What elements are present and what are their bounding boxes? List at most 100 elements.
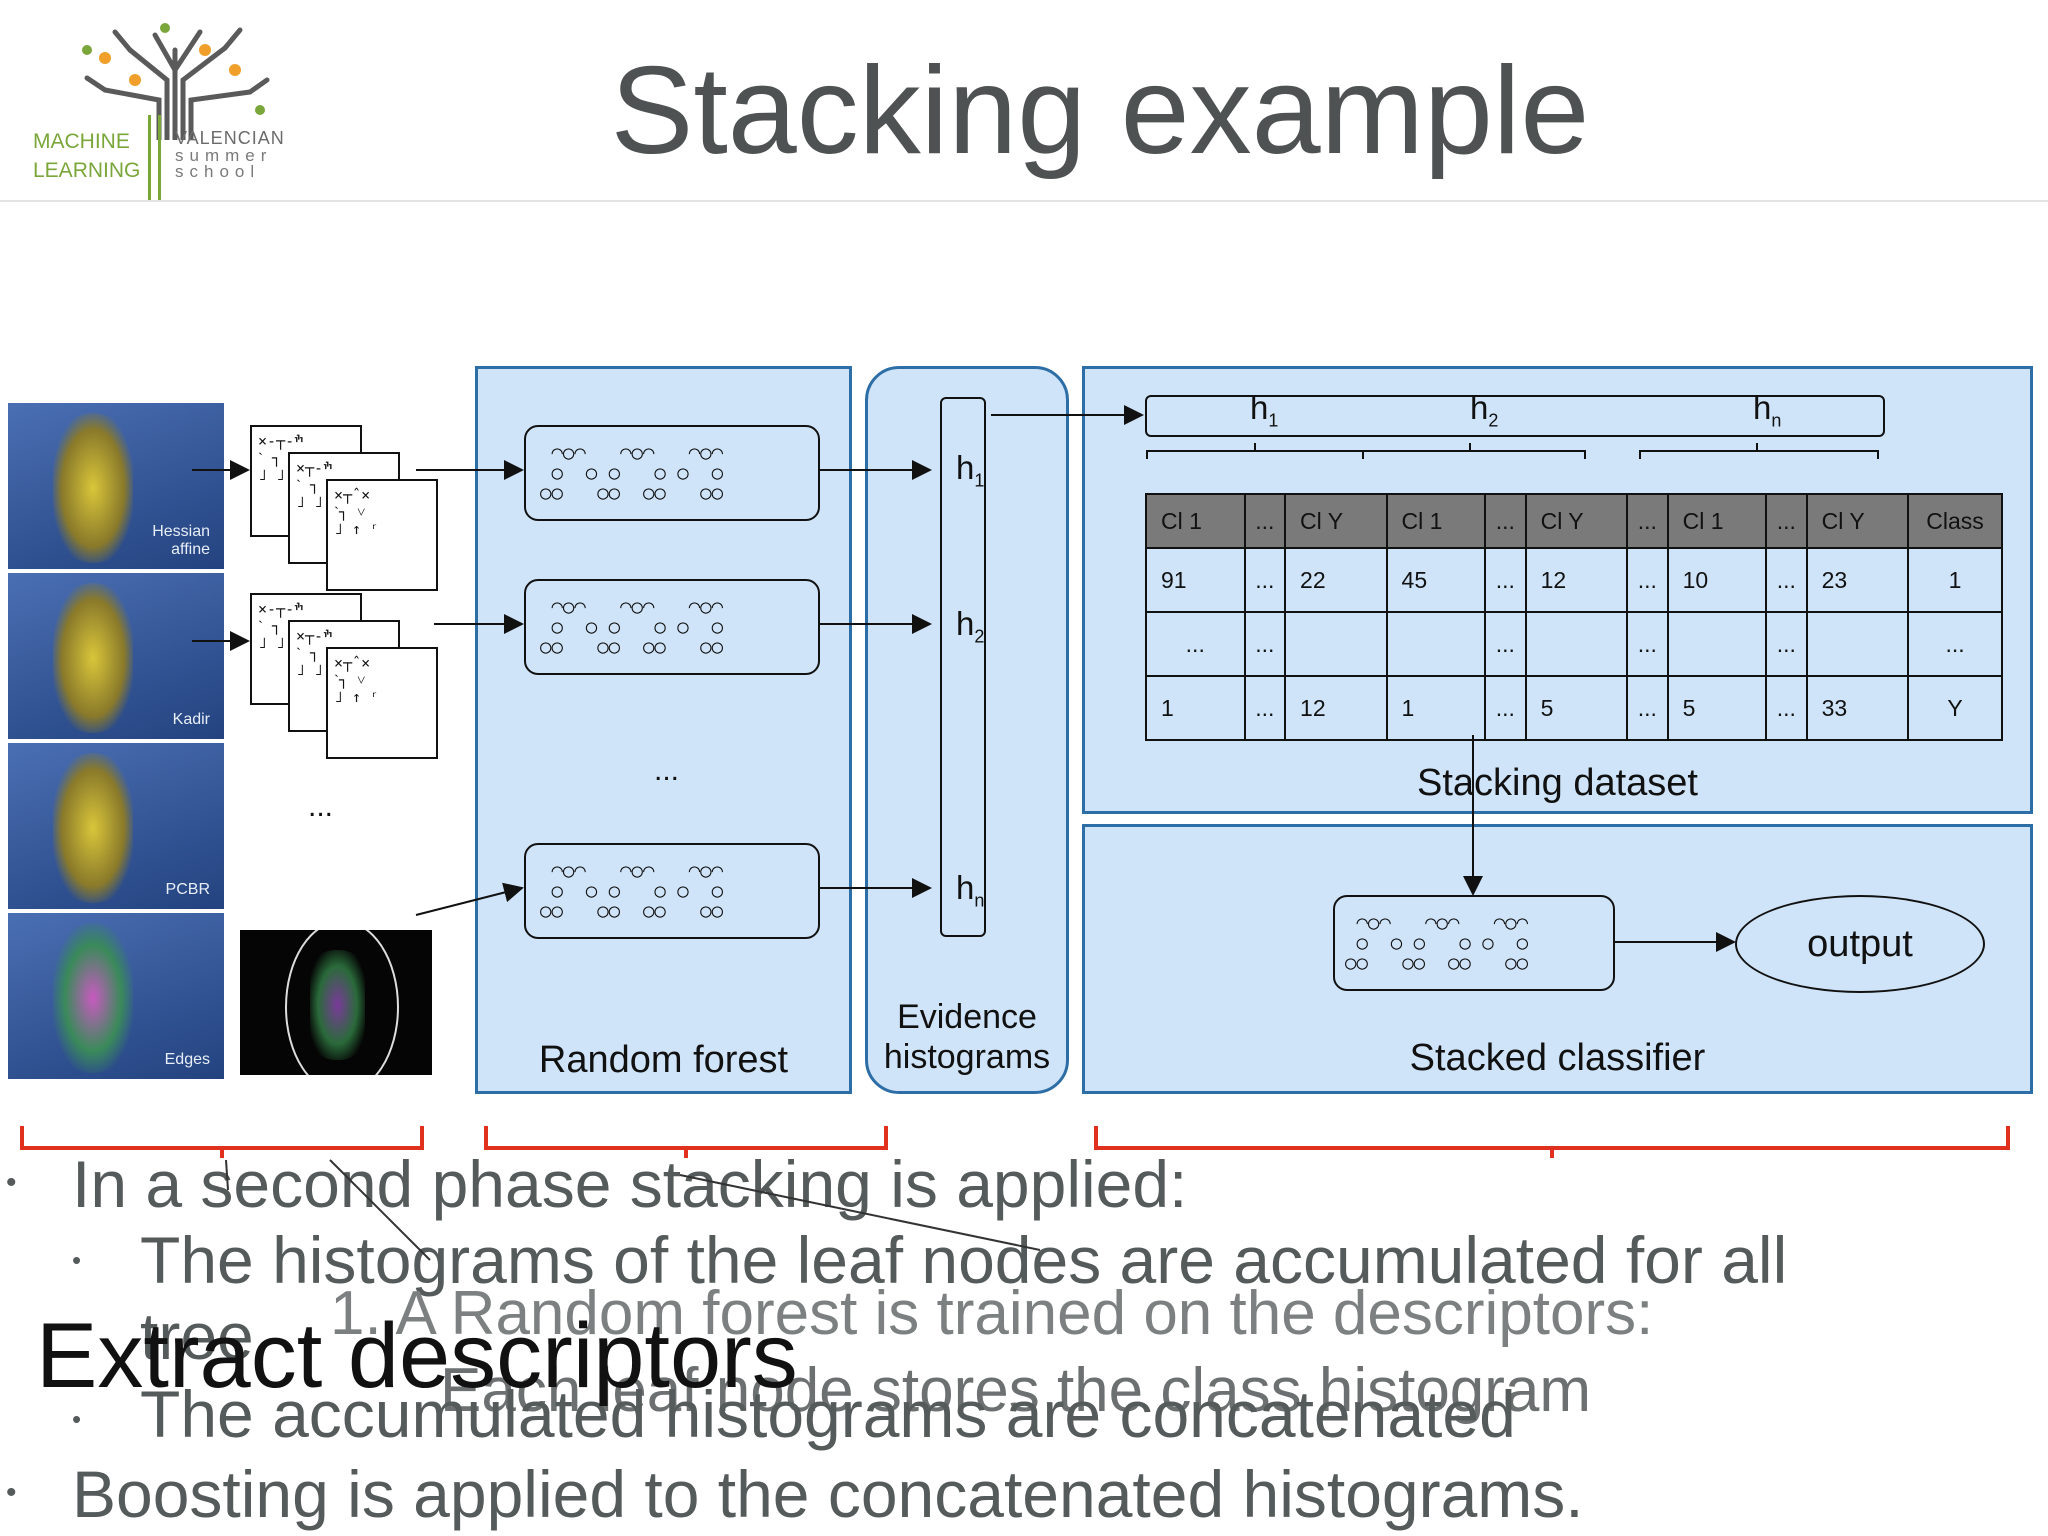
table-cell: 45 — [1385, 547, 1487, 613]
stacked-classifier-label: Stacked classifier — [1409, 1037, 1706, 1079]
table-cell: ... — [1626, 611, 1669, 677]
header-cell: ... — [1765, 493, 1808, 549]
table-cell: 1 — [1145, 675, 1246, 741]
table-cell: 12 — [1284, 675, 1388, 741]
table-row: 91 ... 22 45 ... 12 ... 10 ... 23 1 — [1145, 547, 2003, 613]
bullet-histograms-concatenated: The accumulated histograms are concatena… — [140, 1377, 1516, 1451]
table-cell: ... — [1626, 675, 1669, 741]
descriptor-card: ×┬ˆ× ˋ┐ ˅ ˩ ↑ ʳ — [326, 647, 438, 759]
top-hn-label: hn — [1753, 389, 1782, 431]
logo-text-learning: LEARNING — [33, 159, 141, 182]
logo-text-machine: MACHINE — [33, 130, 130, 153]
photo-label: Edges — [164, 1051, 210, 1068]
bullet-marker: • — [6, 1166, 17, 1199]
table-cell: 5 — [1524, 675, 1629, 741]
descriptor-ellipsis: ... — [308, 790, 334, 823]
table-row: ... ... ... ... ... ... — [1145, 611, 2003, 677]
table-cell: ... — [1484, 675, 1527, 741]
table-cell: 1 — [1907, 547, 2003, 613]
top-h1-label: h1 — [1250, 389, 1279, 431]
stacking-dataset-panel: h1 h2 hn Cl 1 ... Cl Y Cl 1 ... Cl Y ... — [1082, 366, 2033, 814]
table-cell — [1666, 611, 1768, 677]
table-cell: ... — [1484, 547, 1527, 613]
header-cell: Cl Y — [1284, 493, 1388, 549]
logo-divider — [148, 115, 151, 200]
photo-label: PCBR — [165, 881, 210, 898]
table-cell: 5 — [1666, 675, 1768, 741]
table-cell: 10 — [1666, 547, 1768, 613]
bullet-random-forest-trained: 1. A Random forest is trained on the des… — [330, 1279, 1654, 1348]
table-cell: 23 — [1805, 547, 1910, 613]
logo-text-summer: summer — [175, 146, 273, 165]
logo-text-school: school — [175, 162, 261, 181]
random-forest-panel: ◠○◠ ◠○◠ ◠○◠ ○ ○ ○ ○ ○ ○ ○○ ○○ ○○ ○○ ◠○◠ … — [475, 366, 852, 1094]
decision-tree-icon: ◠○◠ ◠○◠ ◠○◠ ○ ○ ○ ○ ○ ○ ○○ ○○ ○○ ○○ — [1345, 912, 1529, 974]
red-braces — [20, 1126, 2010, 1158]
evidence-hn-label: hn — [956, 869, 985, 911]
photo-edges: Edges — [8, 913, 224, 1079]
photo-kadir: Kadir — [8, 573, 224, 739]
tree-ellipsis: ... — [654, 754, 680, 787]
stacking-diagram: Hessian affine Kadir PCBR Edges ×-┬-ׯ ˋ … — [0, 360, 2048, 1160]
stacked-classifier-panel: ◠○◠ ◠○◠ ◠○◠ ○ ○ ○ ○ ○ ○ ○○ ○○ ○○ ○○ outp… — [1082, 824, 2033, 1094]
decision-tree-icon: ◠○◠ ◠○◠ ◠○◠ ○ ○ ○ ○ ○ ○ ○○ ○○ ○○ ○○ — [540, 442, 724, 504]
header-cell: Cl 1 — [1145, 493, 1246, 549]
table-cell — [1805, 611, 1910, 677]
bullet-marker: • — [72, 1404, 82, 1434]
table-cell: ... — [1145, 611, 1246, 677]
tree-box: ◠○◠ ◠○◠ ◠○◠ ○ ○ ○ ○ ○ ○ ○○ ○○ ○○ ○○ — [1333, 895, 1615, 991]
diagram-arrows — [192, 405, 1736, 952]
table-cell: ... — [1243, 611, 1287, 677]
header-cell: Cl 1 — [1385, 493, 1487, 549]
group-braces — [1146, 443, 1879, 459]
photo-hessian-affine: Hessian affine — [8, 403, 224, 569]
evidence-h1-label: h1 — [956, 449, 985, 491]
table-cell: ... — [1243, 675, 1287, 741]
output-ellipse: output — [1735, 895, 1985, 993]
table-cell: Y — [1907, 675, 2003, 741]
decision-tree-icon: ◠○◠ ◠○◠ ◠○◠ ○ ○ ○ ○ ○ ○ ○○ ○○ ○○ ○○ — [540, 860, 724, 922]
evidence-histograms-panel: h1 h2 hn Evidence histograms — [865, 366, 1069, 1094]
edges-image — [240, 930, 432, 1075]
table-cell: 1 — [1385, 675, 1487, 741]
evidence-h2-label: h2 — [956, 605, 985, 647]
overlay-heading-extract-descriptors: Extract descriptors — [36, 1305, 798, 1407]
header-cell: ... — [1243, 493, 1287, 549]
table-cell: 22 — [1284, 547, 1388, 613]
bullet-histograms-accumulated: The histograms of the leaf nodes are acc… — [140, 1223, 1788, 1297]
table-cell: ... — [1765, 547, 1808, 613]
header-cell: ... — [1484, 493, 1527, 549]
decision-tree-icon: ◠○◠ ◠○◠ ◠○◠ ○ ○ ○ ○ ○ ○ ○○ ○○ ○○ ○○ — [540, 596, 724, 658]
bullet-histograms-accumulated-cont: tree — [140, 1299, 254, 1373]
bullet-marker: • — [6, 1476, 17, 1509]
header-cell: Cl Y — [1805, 493, 1910, 549]
bullet-marker: • — [72, 1245, 82, 1275]
tree-box: ◠○◠ ◠○◠ ◠○◠ ○ ○ ○ ○ ○ ○ ○○ ○○ ○○ ○○ — [524, 843, 820, 939]
tree-logo-icon — [82, 23, 270, 140]
header-cell: Cl Y — [1524, 493, 1629, 549]
slide-title: Stacking example — [610, 42, 1590, 180]
tree-box: ◠○◠ ◠○◠ ◠○◠ ○ ○ ○ ○ ○ ○ ○○ ○○ ○○ ○○ — [524, 579, 820, 675]
table-cell: 12 — [1524, 547, 1629, 613]
table-cell: ... — [1484, 611, 1527, 677]
random-forest-label: Random forest — [538, 1039, 789, 1081]
bullet-boosting-applied: Boosting is applied to the concatenated … — [72, 1457, 1584, 1531]
photo-label: Hessian affine — [152, 523, 210, 558]
table-cell — [1284, 611, 1388, 677]
header-cell: ... — [1626, 493, 1669, 549]
logo-divider — [158, 115, 161, 200]
table-cell: ... — [1765, 611, 1808, 677]
transition-arrows — [225, 1159, 1041, 1261]
tree-box: ◠○◠ ◠○◠ ◠○◠ ○ ○ ○ ○ ○ ○ ○○ ○○ ○○ ○○ — [524, 425, 820, 521]
logo-text-valencian: VALENCIAN — [175, 128, 285, 148]
table-row: 1 ... 12 1 ... 5 ... 5 ... 33 Y — [1145, 675, 2003, 741]
header-cell: Class — [1907, 493, 2003, 549]
bullet-stacking-phase: In a second phase stacking is applied: — [72, 1147, 1188, 1221]
bullet-leaf-node-histogram: Each leaf node stores the class histogra… — [440, 1356, 1592, 1425]
histogram-bar — [940, 397, 986, 937]
table-cell: ... — [1243, 547, 1287, 613]
h-vector-bar — [1145, 395, 1885, 437]
table-cell: ... — [1765, 675, 1808, 741]
evidence-histograms-label: Evidence histograms — [883, 998, 1051, 1076]
table-cell — [1524, 611, 1629, 677]
